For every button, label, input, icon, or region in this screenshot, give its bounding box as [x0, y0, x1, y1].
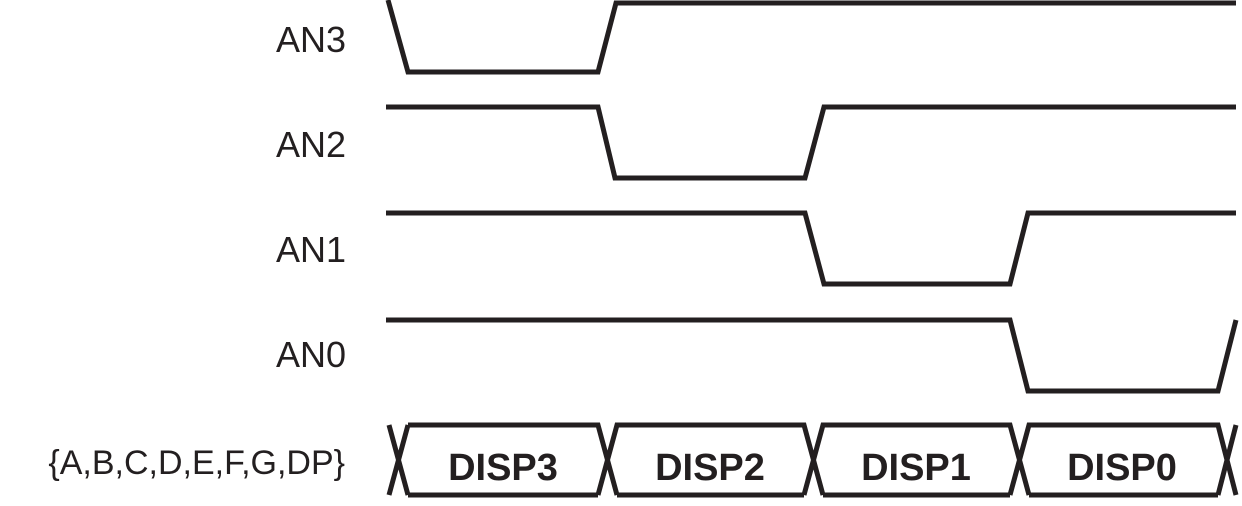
signal-label-an0: AN0	[276, 334, 346, 375]
waveform-an1	[386, 210, 1236, 287]
signal-label-an3: AN3	[276, 19, 346, 60]
segment-label-disp3: DISP3	[448, 447, 558, 489]
bus-label: {A,B,C,D,E,F,G,DP}	[48, 444, 345, 482]
waveform-an3	[385, 0, 1236, 75]
signal-an0: AN0	[276, 317, 1239, 394]
signal-an2: AN2	[276, 104, 1236, 181]
signal-label-an1: AN1	[276, 229, 346, 270]
signal-an3: AN3	[276, 0, 1236, 75]
bus-envelope-top	[386, 422, 1239, 498]
segment-label-disp1: DISP1	[861, 447, 971, 489]
segment-label-disp0: DISP0	[1067, 447, 1177, 489]
signal-label-an2: AN2	[276, 124, 346, 165]
bus-row: {A,B,C,D,E,F,G,DP} DISP3 DISP2 DISP1 DIS…	[48, 422, 1239, 498]
segment-label-disp2: DISP2	[655, 447, 765, 489]
signal-an1: AN1	[276, 210, 1236, 287]
waveform-an2	[386, 104, 1236, 181]
waveform-an0	[386, 317, 1239, 394]
